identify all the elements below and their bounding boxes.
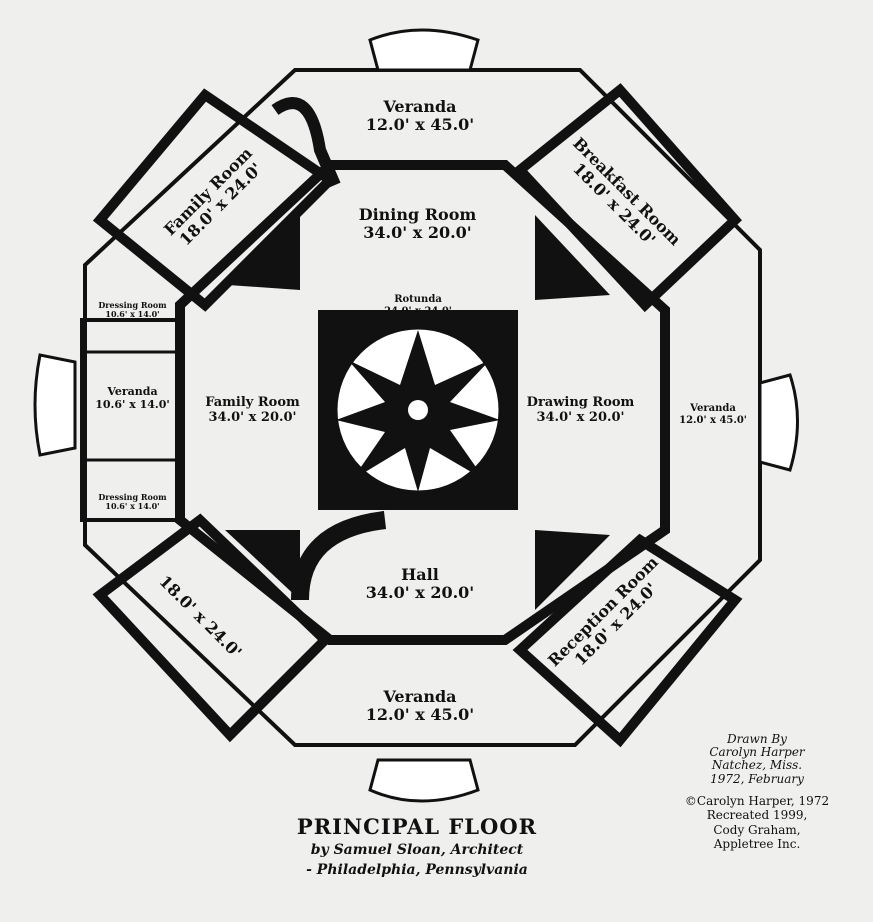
steps-right <box>758 373 799 472</box>
room-name: Veranda <box>107 385 158 398</box>
room-dims: 34.0' x 20.0' <box>363 223 472 243</box>
room-dims: 34.0' x 20.0' <box>365 583 475 603</box>
room-name: Dressing Room <box>98 492 167 502</box>
plan-subtitle-architect: by Samuel Sloan, Architect <box>310 842 524 858</box>
room-dims: 10.6' x 14.0' <box>105 309 160 320</box>
room-name: Drawing Room <box>526 395 635 410</box>
room-family-w: Family Room 34.0' x 20.0' <box>190 395 315 426</box>
credit-line: 1972, February <box>710 771 804 786</box>
credit-line: Natchez, Miss. <box>711 758 803 773</box>
plan-subtitle-location: - Philadelphia, Pennsylvania <box>306 862 528 878</box>
room-veranda-right: Veranda 12.0' x 45.0' <box>668 403 758 426</box>
sw-room-walls <box>92 513 333 743</box>
floor-plan-drawing <box>33 28 799 803</box>
copyright-line: Recreated 1999, <box>706 808 808 823</box>
room-veranda-top: Veranda 12.0' x 45.0' <box>340 97 500 135</box>
room-dining: Dining Room 34.0' x 20.0' <box>330 205 505 243</box>
room-dressing-top: Dressing Room 10.6' x 14.0' <box>85 300 180 320</box>
credit-line: Carolyn Harper <box>709 745 805 760</box>
closet-nw <box>228 210 300 290</box>
steps-bottom <box>368 758 480 803</box>
room-name: Veranda <box>383 687 457 706</box>
room-veranda-bottom: Veranda 12.0' x 45.0' <box>340 687 500 725</box>
room-dims: 12.0' x 45.0' <box>365 115 475 135</box>
room-dims: 34.0' x 20.0' <box>208 409 297 425</box>
room-dims: 10.6' x 14.0' <box>95 397 170 411</box>
steps-left <box>33 353 77 457</box>
room-dims: 12.0' x 45.0' <box>365 705 475 725</box>
room-dims: 10.6' x 14.0' <box>105 501 160 512</box>
room-drawing: Drawing Room 34.0' x 20.0' <box>518 395 643 426</box>
stair-top <box>271 97 341 188</box>
left-wing-walls <box>80 318 184 522</box>
room-dims: 34.0' x 20.0' <box>536 409 625 425</box>
plan-title: PRINCIPAL FLOOR <box>296 814 538 839</box>
copyright-line: ©Carolyn Harper, 1972 <box>684 794 830 808</box>
room-name: Hall <box>401 565 439 584</box>
ne-room-walls <box>512 83 742 313</box>
closet-sw <box>225 530 300 600</box>
room-veranda-left: Veranda 10.6' x 14.0' <box>85 385 180 411</box>
stair-bottom <box>291 511 387 601</box>
closet-se <box>535 530 610 610</box>
room-name: Veranda <box>383 97 457 116</box>
room-dims: 24.0' x 24.0' <box>384 305 452 317</box>
room-name: Rotunda <box>394 294 442 305</box>
credit-line: Drawn By <box>727 732 787 746</box>
room-rotunda: Rotunda 24.0' x 24.0' <box>368 294 468 317</box>
closet-ne <box>535 215 610 300</box>
room-name: Family Room <box>205 395 300 410</box>
room-hall: Hall 34.0' x 20.0' <box>345 565 495 603</box>
copyright-line: Appletree Inc. <box>713 837 801 852</box>
room-name: Veranda <box>690 403 736 414</box>
rotunda-center <box>408 400 428 420</box>
se-room-walls <box>512 533 743 748</box>
room-name: Dining Room <box>358 205 477 224</box>
outer-veranda-outline <box>83 68 762 747</box>
room-dims: 12.0' x 45.0' <box>679 414 747 426</box>
room-dressing-bottom: Dressing Room 10.6' x 14.0' <box>85 492 180 512</box>
copyright-notice: ©Carolyn Harper, 1972 Recreated 1999, Co… <box>672 794 842 852</box>
drawn-by-credit: Drawn By Carolyn Harper Natchez, Miss. 1… <box>672 732 842 786</box>
room-name: Dressing Room <box>98 300 167 310</box>
steps-top <box>368 28 480 72</box>
copyright-line: Cody Graham, <box>713 822 801 837</box>
